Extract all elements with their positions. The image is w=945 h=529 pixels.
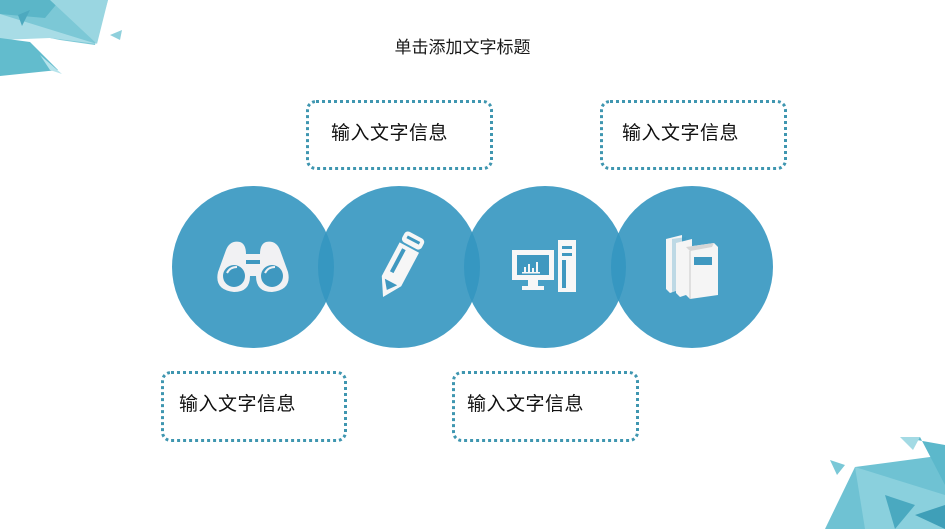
- computer-icon: [512, 240, 576, 292]
- text-box-2[interactable]: 输入文字信息: [600, 100, 787, 170]
- text-box-3-label: 输入文字信息: [179, 393, 297, 415]
- bottom-right-decoration: [825, 437, 945, 529]
- top-left-decoration: [0, 0, 122, 76]
- binoculars-icon: [217, 241, 289, 292]
- text-box-4[interactable]: 输入文字信息: [452, 371, 639, 442]
- text-box-3[interactable]: 输入文字信息: [161, 371, 347, 442]
- text-box-1[interactable]: 输入文字信息: [306, 100, 493, 170]
- text-box-2-label: 输入文字信息: [622, 122, 740, 144]
- text-box-1-label: 输入文字信息: [331, 122, 449, 144]
- circle-pencil: [318, 186, 480, 348]
- circle-computer: [464, 186, 626, 348]
- circle-binoculars: [172, 186, 334, 348]
- pencil-icon: [381, 231, 425, 298]
- slide-title[interactable]: 单击添加文字标题: [394, 38, 531, 58]
- text-box-4-label: 输入文字信息: [467, 393, 585, 415]
- books-icon: [666, 235, 718, 299]
- circle-books: [611, 186, 773, 348]
